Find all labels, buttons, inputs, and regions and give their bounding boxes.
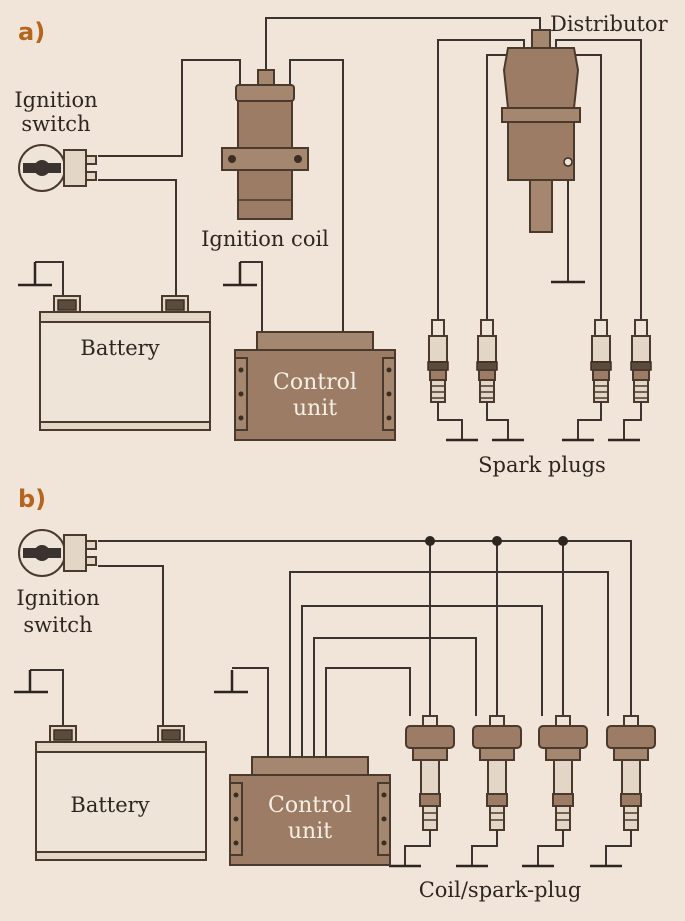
ignition-switch-b-label-line1: Ignition	[16, 586, 99, 610]
battery-a	[39, 295, 211, 431]
junction-dot-2	[492, 536, 502, 546]
section-a-wires	[18, 17, 642, 442]
control-unit-a-label-line2: unit	[293, 396, 337, 421]
coil-spark-plug-2	[472, 715, 522, 839]
control-unit-b-label-line2: unit	[288, 819, 332, 844]
spark-plug-a-4	[630, 319, 652, 411]
spark-plug-a-1	[427, 319, 449, 411]
ignition-switch-b-label-line2: switch	[23, 613, 92, 637]
ignition-switch-a-label-line2: switch	[21, 112, 90, 136]
battery-a-label: Battery	[80, 336, 159, 360]
junction-dot-1	[425, 536, 435, 546]
section-b-wires	[14, 540, 632, 868]
junction-dot-3	[558, 536, 568, 546]
distributor-label: Distributor	[550, 12, 669, 36]
section-b-label: b)	[18, 485, 46, 513]
distributor	[501, 29, 581, 233]
ignition-switch-a	[18, 144, 97, 192]
battery-b-label: Battery	[70, 793, 149, 817]
control-unit-b-label-line1: Control	[268, 793, 352, 818]
coil-spark-plug-1	[405, 715, 455, 839]
coil-spark-plug-3	[538, 715, 588, 839]
ignition-coil-label: Ignition coil	[201, 227, 329, 251]
section-a-label: a)	[18, 18, 45, 46]
ignition-coil	[221, 69, 309, 220]
ignition-switch-b	[18, 529, 97, 577]
spark-plugs-label: Spark plugs	[478, 453, 606, 477]
spark-plug-a-3	[590, 319, 612, 411]
ignition-switch-a-label-line1: Ignition	[14, 88, 97, 112]
coil-spark-plug-4	[606, 715, 656, 839]
control-unit-a-label-line1: Control	[273, 370, 357, 395]
spark-plug-a-2	[476, 319, 498, 411]
coil-spark-plug-label: Coil/spark-plug	[419, 878, 582, 902]
